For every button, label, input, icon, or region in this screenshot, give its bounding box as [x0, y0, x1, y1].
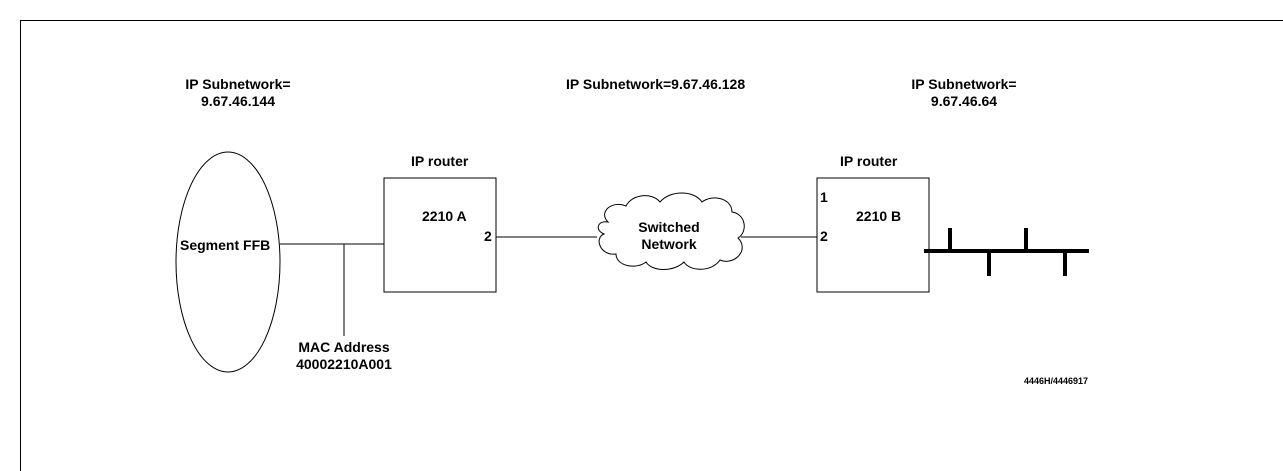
diagram-frame — [20, 20, 1283, 471]
router-a-title: IP router — [411, 153, 469, 169]
switched-network-cloud — [597, 192, 745, 270]
cloud-line-2: Network — [641, 236, 697, 252]
left-subnet-label: IP Subnetwork= 9.67.46.144 — [178, 76, 298, 110]
router-a-name: 2210 A — [422, 208, 467, 224]
switched-network-label: Switched Network — [614, 219, 724, 253]
router-b-title: IP router — [840, 153, 898, 169]
router-b-name: 2210 B — [856, 208, 902, 224]
figure-id: 4446H/4446917 — [1024, 376, 1089, 386]
segment-ellipse — [175, 151, 281, 373]
mac-address-value: 40002210A001 — [296, 356, 392, 372]
router-b-port-2: 2 — [820, 228, 828, 244]
left-subnet-title: IP Subnetwork= — [185, 76, 291, 92]
right-subnet-title: IP Subnetwork= — [911, 76, 1017, 92]
segment-label: Segment FFB — [180, 237, 271, 253]
mac-address-title: MAC Address — [298, 339, 390, 355]
cloud-line-1: Switched — [638, 219, 700, 235]
right-subnet-label: IP Subnetwork= 9.67.46.64 — [904, 76, 1024, 110]
router-b-port-1: 1 — [820, 189, 828, 205]
router-a-port-2: 2 — [484, 228, 492, 244]
right-subnet-value: 9.67.46.64 — [930, 93, 998, 109]
mac-address-label: MAC Address 40002210A001 — [284, 339, 404, 373]
left-subnet-value: 9.67.46.144 — [201, 93, 275, 109]
router-a-box — [383, 177, 497, 293]
middle-subnet-label: IP Subnetwork=9.67.46.128 — [566, 76, 746, 92]
router-b-box — [816, 177, 930, 293]
